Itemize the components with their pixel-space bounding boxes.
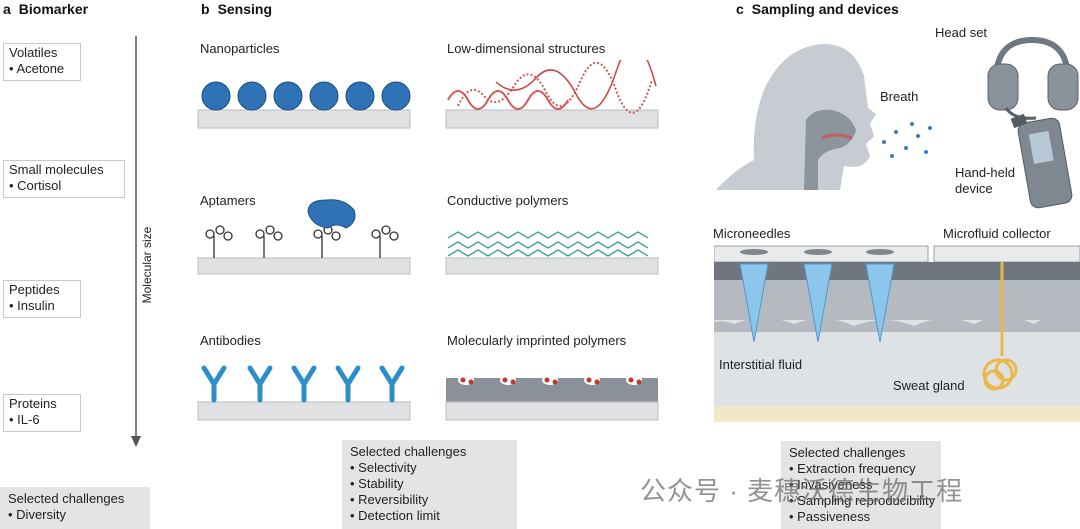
label-microneedles: Microneedles [713,226,791,241]
label-sweat-gland: Sweat gland [893,378,965,393]
panel-c-title: Sampling and devices [751,1,899,17]
sensing-label-aptamers: Aptamers [200,193,256,208]
label-breath: Breath [880,89,919,104]
molecular-size-arrow [131,36,141,447]
panel-a-challenges: Selected challenges • Diversity [0,487,150,529]
biomarker-box-volatiles: Volatiles • Acetone [3,43,81,81]
nanoparticles-illustration [197,81,411,129]
challenge-item: • Diversity [8,507,66,522]
biomarker-example: • Acetone [9,61,65,76]
label-head-set: Head set [935,25,988,40]
challenge-item: • Extraction frequency [789,461,916,476]
sensing-label-low-dimensional: Low-dimensional structures [447,41,606,56]
challenge-item: • Stability [350,476,404,491]
challenge-item: • Selectivity [350,460,417,475]
challenge-item: • Sampling reproducibility [789,493,936,508]
label-hand-held-device: Hand-held device [955,165,1015,197]
sampling-illustrations [714,36,1080,422]
panel-a-letter: a [3,1,11,17]
sensing-illustrations [197,60,659,421]
conductive-polymers-illustration [445,231,659,275]
biomarker-name: Proteins [9,396,57,411]
challenge-item: • Passiveness [789,509,871,524]
watermark-text: 公众号 · 麦穗沃德生物工程 [640,476,964,506]
biomarker-box-small-molecules: Small molecules • Cortisol [3,160,125,198]
breath-dots [882,122,932,158]
aptamers-illustration [197,199,411,275]
microfluid-patch-illustration [933,245,1080,263]
label-interstitial-fluid: Interstitial fluid [719,357,803,372]
challenges-title: Selected challenges [350,444,467,459]
biomarker-name: Peptides [9,282,60,297]
panel-b-header: b Sensing [201,1,272,17]
molecular-size-label: Molecular size [140,226,154,304]
skin-layers-illustration [714,262,1080,422]
antibodies-illustration [197,365,411,421]
panel-c-challenges: Selected challenges • Extraction frequen… [781,441,941,529]
biomarker-name: Volatiles [9,45,58,60]
biomarker-example: • Insulin [9,298,55,313]
sensing-label-antibodies: Antibodies [200,333,261,348]
sensing-label-mip: Molecularly imprinted polymers [447,333,627,348]
panel-b-challenges: Selected challenges • Selectivity • Stab… [342,440,517,529]
panel-a-header: a Biomarker [3,1,88,17]
biomarker-example: • IL-6 [9,412,40,427]
label-hand-held-line2: device [955,181,993,196]
challenges-title: Selected challenges [8,491,125,506]
challenge-item: • Reversibility [350,492,429,507]
sensing-label-nanoparticles: Nanoparticles [200,41,280,56]
sensing-label-conductive-polymers: Conductive polymers [447,193,569,208]
panel-b-letter: b [201,1,210,17]
microneedle-patch-illustration [714,245,929,263]
headset-icon [987,36,1079,120]
panel-c-header: c Sampling and devices [736,1,899,17]
hand-held-device-icon [1010,113,1073,209]
panel-b-title: Sensing [217,1,273,17]
low-dimensional-illustration [445,60,659,129]
challenges-title: Selected challenges [789,445,906,460]
biomarker-example: • Cortisol [9,178,62,193]
biomarker-box-peptides: Peptides • Insulin [3,280,81,318]
challenge-item: • Detection limit [350,508,440,523]
microneedles-illustration [739,263,895,343]
label-hand-held-line1: Hand-held [955,165,1015,180]
challenge-item: • Invasiveness [789,477,873,492]
mip-illustration [445,375,659,421]
sweat-gland-illustration [982,262,1018,391]
biomarker-box-proteins: Proteins • IL-6 [3,394,81,432]
panel-c-letter: c [736,1,744,17]
biomarker-name: Small molecules [9,162,104,177]
head-profile-illustration [716,44,876,190]
panel-a-title: Biomarker [18,1,89,17]
label-microfluid-collector: Microfluid collector [943,226,1051,241]
